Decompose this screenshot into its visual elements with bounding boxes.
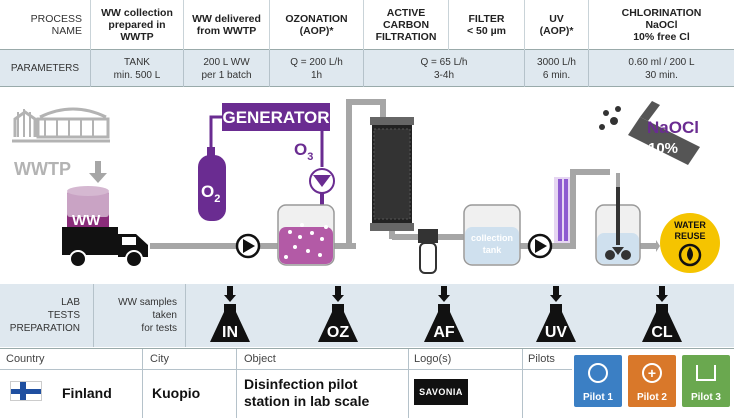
pilots-label: Pilots xyxy=(528,353,555,365)
collection-tank-label-1: collection xyxy=(471,233,513,243)
savonia-logo: SAVONIA xyxy=(414,379,468,405)
naocl-flask xyxy=(599,101,700,165)
uv-lamp xyxy=(554,177,570,243)
footer-hline xyxy=(0,369,572,370)
water-reuse-icon xyxy=(660,213,720,273)
header-ozonation: OZONATION(AOP)* xyxy=(269,0,363,50)
flask-in-label: IN xyxy=(222,324,238,341)
logos-label: Logo(s) xyxy=(414,353,452,365)
wwtp-label: WWTP xyxy=(14,159,71,179)
pilot-1-badge[interactable]: Pilot 1 xyxy=(574,355,622,407)
flask-af-label: AF xyxy=(433,324,455,341)
footer-divider-1 xyxy=(142,349,143,418)
oxygen-cylinder xyxy=(198,147,226,221)
pump-2 xyxy=(527,233,553,259)
footer-divider-3 xyxy=(408,349,409,418)
city-value: Kuopio xyxy=(152,385,201,401)
flask-cl-label: CL xyxy=(651,324,673,341)
generator-label: GENERATOR xyxy=(222,108,329,127)
generator-box xyxy=(222,103,330,131)
particle-filter xyxy=(418,229,438,274)
pilot-3-label: Pilot 3 xyxy=(690,392,721,403)
truck-icon xyxy=(62,186,148,268)
uv-lamp-icon xyxy=(588,363,608,383)
carbon-outlet xyxy=(389,231,395,239)
flask-uv-label: UV xyxy=(545,324,568,341)
pilot-2-label: Pilot 2 xyxy=(636,392,667,403)
naocl-percent: 10% xyxy=(648,140,678,157)
reuse-arrow xyxy=(656,240,660,252)
water-reuse-label-2: REUSE xyxy=(674,231,705,241)
parameters-label: PARAMETERS xyxy=(10,63,80,74)
finland-flag-icon xyxy=(10,381,42,401)
o2-line xyxy=(209,115,222,147)
pilot-3-badge[interactable]: Pilot 3 xyxy=(682,355,730,407)
header-filter: FILTER< 50 µm xyxy=(448,0,524,50)
footer-info: Country Finland City Kuopio Object Disin… xyxy=(0,348,734,418)
main-pipe xyxy=(150,99,658,249)
o3-label: O3 xyxy=(294,140,313,163)
country-value: Finland xyxy=(62,385,112,401)
water-reuse-label-1: WATER xyxy=(674,220,706,230)
flask-oz-label: OZ xyxy=(327,324,349,341)
wwtp-down-arrow xyxy=(89,161,107,183)
collection-tank xyxy=(463,204,521,266)
country-label: Country xyxy=(6,353,45,365)
header-uv: UV(AOP)* xyxy=(524,0,588,50)
ozone-injector xyxy=(309,168,335,205)
footer-divider-2 xyxy=(236,349,237,418)
city-label: City xyxy=(150,353,169,365)
plus-drop-icon: + xyxy=(642,363,662,383)
carbon-column xyxy=(370,117,414,231)
pump-1 xyxy=(235,233,261,259)
wwtp-icon xyxy=(12,107,110,143)
object-label: Object xyxy=(244,353,276,365)
process-diagram: WWTP WW xyxy=(0,87,734,284)
o2-label: O2 xyxy=(201,182,220,205)
footer-divider-4 xyxy=(522,349,523,418)
pilot-1-label: Pilot 1 xyxy=(582,392,613,403)
collection-tank-label-2: tank xyxy=(483,245,503,255)
naocl-label: NaOCl xyxy=(647,118,699,137)
chlorination-tank xyxy=(595,187,641,266)
ozonation-tank xyxy=(277,204,335,266)
pilot-2-badge[interactable]: + Pilot 2 xyxy=(628,355,676,407)
ww-label: WW xyxy=(72,212,101,229)
house-icon xyxy=(696,365,716,381)
lab-divider xyxy=(185,284,186,347)
